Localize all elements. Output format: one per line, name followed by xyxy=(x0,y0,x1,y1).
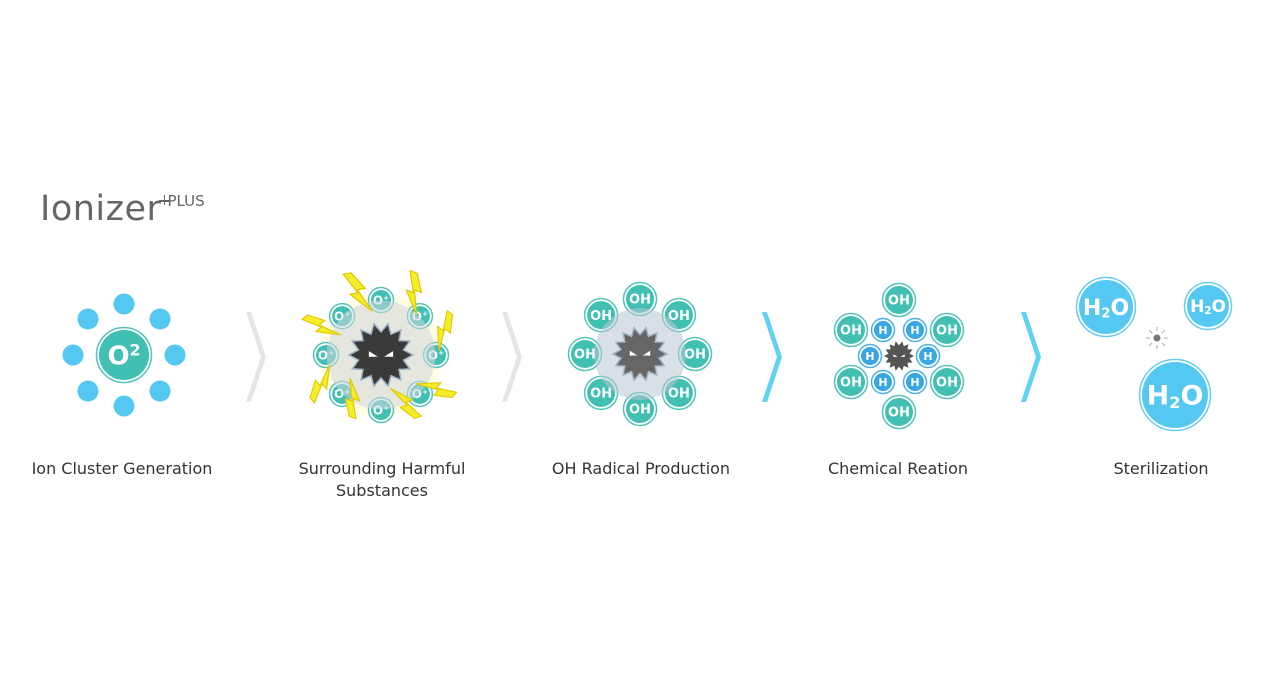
o-plus-ion-text: O+ xyxy=(373,293,389,307)
sterilization-illustration: H2O H2O H2O xyxy=(1075,276,1233,432)
ion-dot xyxy=(164,344,186,366)
oh-radical: OH xyxy=(929,364,965,400)
h2o-molecule-3-text: H2O xyxy=(1147,381,1204,412)
debris-spark xyxy=(1148,329,1153,334)
oh-radical-text: OH xyxy=(629,403,651,418)
lightning-icon-2 xyxy=(405,269,423,315)
oh-radical-text: OH xyxy=(888,406,910,421)
h2o-molecule-3: H2O xyxy=(1138,358,1212,432)
h-atom-text: H xyxy=(910,376,919,389)
h-atom: H xyxy=(902,317,928,343)
lightning-icon-8 xyxy=(390,388,423,420)
oh-radical: OH xyxy=(881,394,917,430)
h2o-molecule-1-text: H2O xyxy=(1083,296,1129,322)
o2-molecule: O2 xyxy=(95,326,153,384)
oh-radical-text: OH xyxy=(936,324,958,339)
ion-dot xyxy=(77,308,99,330)
lightning-icon-5 xyxy=(309,364,331,405)
lightning-icon-1 xyxy=(342,272,374,312)
chevron-icon-3 xyxy=(762,312,782,402)
debris-spark xyxy=(1161,342,1166,347)
oh-radical-text: OH xyxy=(629,293,651,308)
ion-dot xyxy=(149,380,171,402)
germ-icon-2 xyxy=(594,308,686,400)
h-atom: H xyxy=(915,343,941,369)
surrounding-illustration: O+O+O+O+O+O+O+O+ xyxy=(300,269,458,424)
lightning-icon-3 xyxy=(300,314,341,336)
oh-radical-text: OH xyxy=(840,376,862,391)
oh-radical-text: OH xyxy=(684,348,706,363)
h2o-molecule-1: H2O xyxy=(1075,276,1137,338)
oh-radical: OH xyxy=(677,336,713,372)
ion-cluster-illustration: O2 xyxy=(62,293,186,417)
oh-radical-text: OH xyxy=(668,387,690,402)
step-label-chemical: Chemical Reation xyxy=(827,459,968,478)
step-label-sterilization: Sterilization xyxy=(1113,459,1209,478)
oh-radical-text: OH xyxy=(590,387,612,402)
lightning-icon-7 xyxy=(344,377,361,420)
germ-icon-1 xyxy=(326,300,436,410)
logo: Ionizer PLUS xyxy=(40,192,205,227)
oh-radical: OH xyxy=(929,312,965,348)
oh-radical-illustration: OH OH OH OH OH OH OH OH xyxy=(567,281,713,427)
o2-molecule-text: O2 xyxy=(108,341,141,371)
germ-icon-3 xyxy=(884,341,914,371)
chevron-icon-1 xyxy=(246,312,266,402)
h-atom-text: H xyxy=(923,350,932,363)
h-atom-text: H xyxy=(878,376,887,389)
h-atom: H xyxy=(857,343,883,369)
oh-radical-text: OH xyxy=(574,348,596,363)
h-atom-text: H xyxy=(878,324,887,337)
logo-plus: PLUS xyxy=(159,194,205,209)
oh-radical-text: OH xyxy=(888,294,910,309)
oh-radical: OH xyxy=(881,282,917,318)
step-label-oh-radical: OH Radical Production xyxy=(551,459,731,478)
lightning-icon-4 xyxy=(437,309,454,352)
oh-radical: OH xyxy=(567,336,603,372)
step-label-surrounding: Surrounding Harmful Substances xyxy=(298,459,466,500)
debris-icon xyxy=(1153,334,1161,342)
oh-radical: OH xyxy=(622,391,658,427)
h-atom-text: H xyxy=(865,350,874,363)
oh-radical-text: OH xyxy=(840,324,862,339)
logo-text: Ionizer xyxy=(40,189,162,229)
oh-radical: OH xyxy=(833,364,869,400)
h2o-molecule-2: H2O xyxy=(1183,281,1233,331)
ion-dot xyxy=(113,395,135,417)
h-atom: H xyxy=(902,369,928,395)
h2o-molecule-2-text: H2O xyxy=(1190,297,1226,317)
debris-spark xyxy=(1148,342,1153,347)
ion-dot xyxy=(62,344,84,366)
ion-dot xyxy=(113,293,135,315)
oh-radical-text: OH xyxy=(936,376,958,391)
chevron-icon-4 xyxy=(1021,312,1041,402)
h-atom-text: H xyxy=(910,324,919,337)
lightning-icon-6 xyxy=(415,382,458,399)
chevron-icon-2 xyxy=(502,312,522,402)
ion-dot xyxy=(149,308,171,330)
ion-dot xyxy=(77,380,99,402)
h-atom: H xyxy=(870,317,896,343)
oh-radical: OH xyxy=(833,312,869,348)
oh-radical-text: OH xyxy=(590,309,612,324)
oh-radical-text: OH xyxy=(668,309,690,324)
step-label-ion-cluster: Ion Cluster Generation xyxy=(31,459,213,478)
debris-spark xyxy=(1161,329,1166,334)
h-atom: H xyxy=(870,369,896,395)
